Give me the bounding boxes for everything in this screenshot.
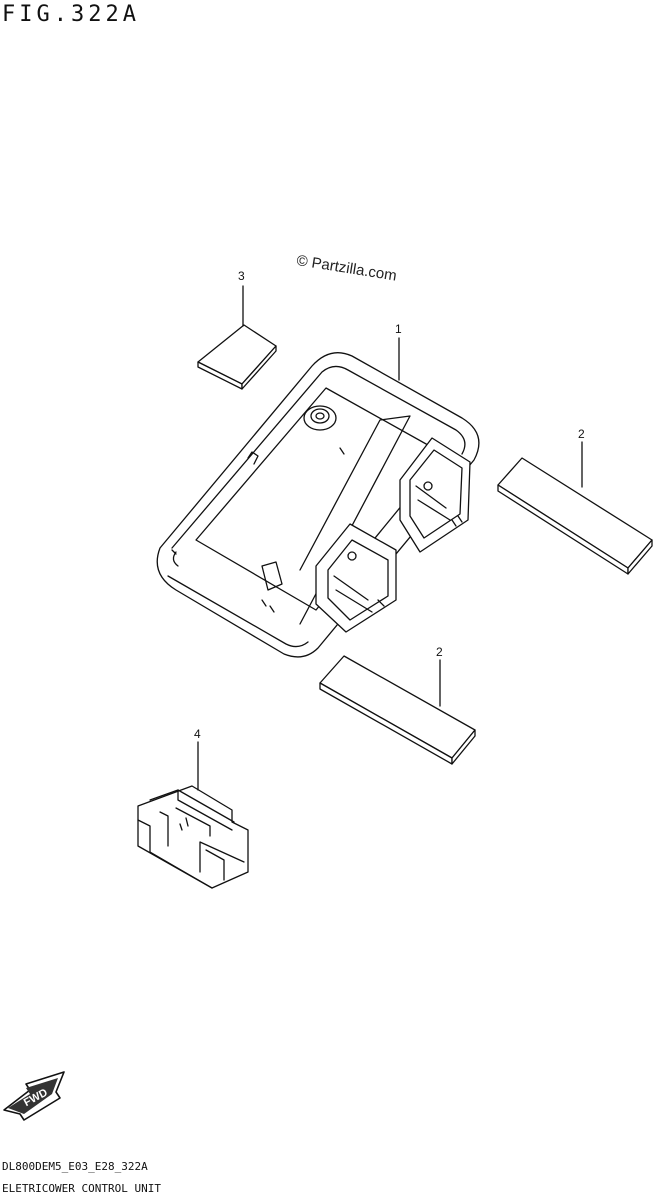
part-3-pad[interactable] (197, 324, 277, 390)
callout-4: 4 (194, 727, 201, 741)
part-2-pad-lower[interactable] (319, 655, 476, 765)
part-1-ecu[interactable] (156, 352, 480, 658)
part-2-pad-right[interactable] (497, 457, 653, 575)
part-4-relay[interactable] (137, 785, 249, 889)
callout-1: 1 (395, 322, 402, 336)
section-name: ELETRICOWER CONTROL UNIT (2, 1182, 161, 1195)
callout-3: 3 (238, 269, 245, 283)
callout-2-lower: 2 (436, 645, 443, 659)
fwd-arrow-icon: FWD (3, 1071, 65, 1121)
model-code: DL800DEM5_E03_E28_322A (2, 1160, 148, 1173)
callout-2-right: 2 (578, 427, 585, 441)
figure-title: FIG.322A (2, 2, 140, 27)
